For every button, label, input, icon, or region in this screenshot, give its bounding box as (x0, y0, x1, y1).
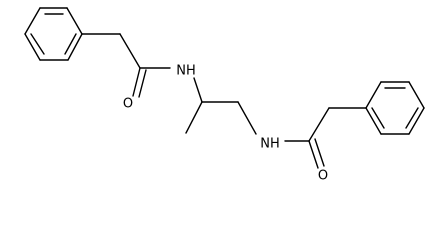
bond (66, 7, 83, 35)
left-phenyl-ring (24, 7, 83, 61)
bond (308, 140, 319, 169)
bond (119, 33, 141, 69)
bond (308, 107, 330, 142)
bond (67, 33, 83, 61)
molecule-structure: NH O NH O (24, 7, 425, 184)
bond (185, 101, 203, 134)
bond (365, 81, 382, 109)
bond (64, 33, 77, 55)
bond (408, 107, 425, 135)
propane-linker (185, 77, 257, 135)
bond (138, 69, 147, 98)
bond (193, 77, 203, 103)
bond (132, 67, 141, 97)
right-acyl-chain (284, 107, 367, 169)
bond (314, 138, 325, 167)
bond (365, 107, 382, 135)
atom-label-nh-left: NH (176, 64, 196, 79)
atom-label-nh-right: NH (260, 137, 280, 152)
bond (24, 7, 41, 35)
atom-label-o-left: O (123, 97, 133, 112)
left-acyl-chain (81, 33, 171, 98)
right-phenyl-ring (365, 81, 425, 135)
bond (408, 81, 425, 109)
bond (30, 33, 45, 55)
bond (405, 107, 419, 129)
bond (237, 101, 257, 135)
atom-label-o-right: O (318, 169, 328, 184)
bond (371, 107, 385, 129)
bond (24, 33, 41, 61)
